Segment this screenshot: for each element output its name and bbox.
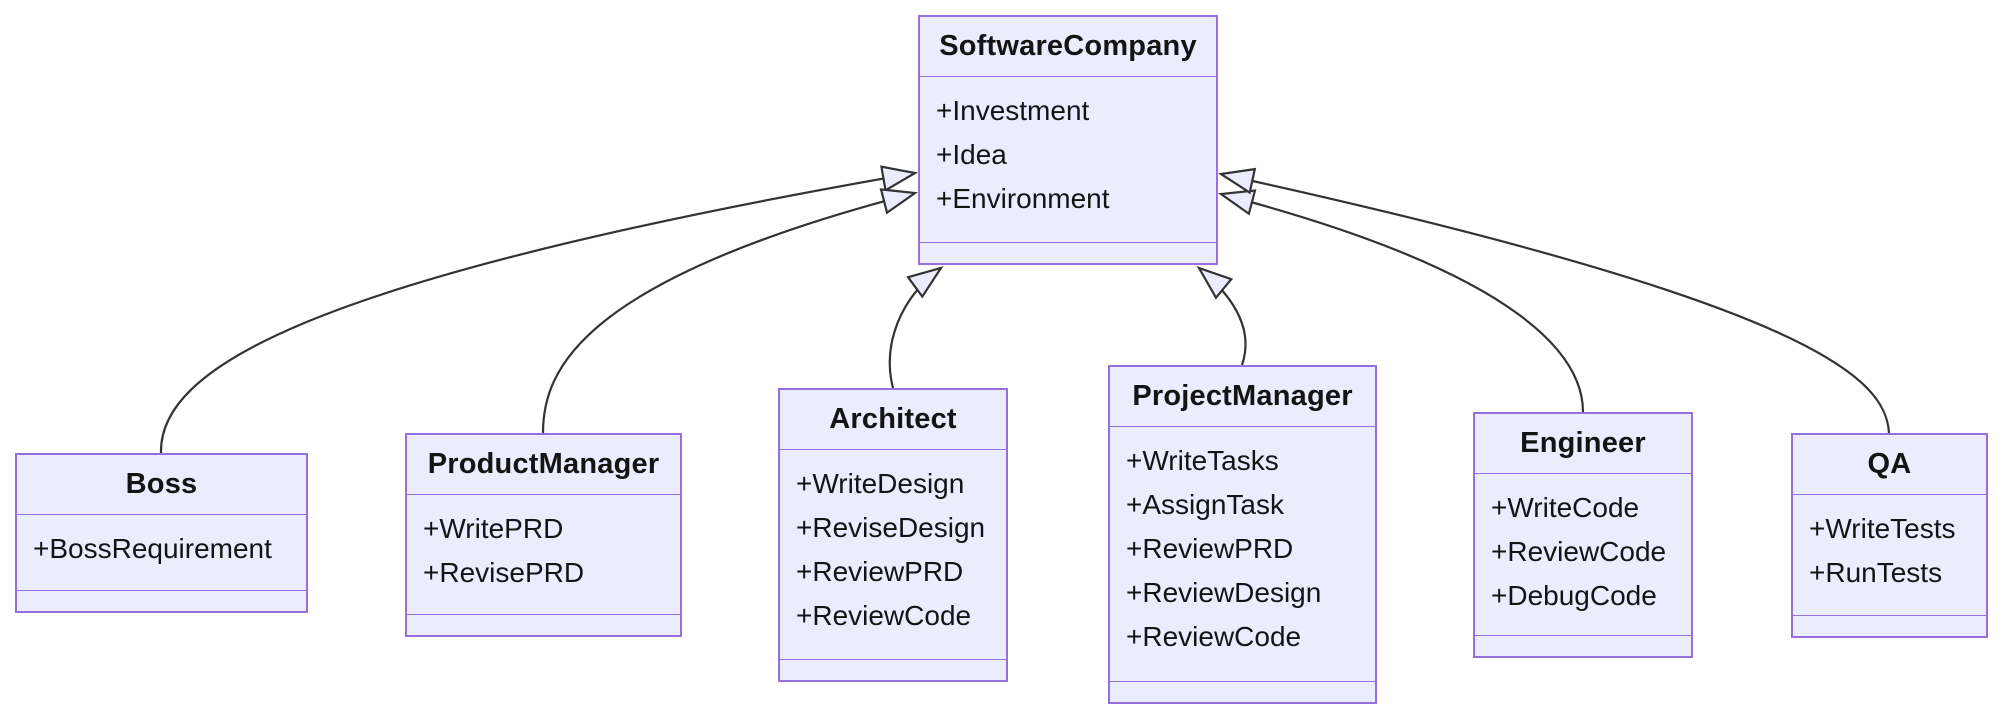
class-box-Architect: Architect +WriteDesign +ReviseDesign +Revie… — [778, 388, 1008, 682]
class-attribute: +WriteDesign — [796, 468, 965, 499]
class-attributes-section: +WriteTests +RunTests — [1793, 494, 1986, 615]
inheritance-edge-QA-to-SoftwareCompany — [1217, 167, 1891, 434]
inheritance-edge-Architect-to-SoftwareCompany — [888, 266, 944, 389]
class-title: SoftwareCompany — [939, 30, 1197, 62]
class-attribute: +ReviewPRD — [1126, 533, 1294, 564]
class-methods-section-empty — [1475, 635, 1691, 656]
class-methods-section-empty — [780, 659, 1006, 680]
class-methods-section-empty — [1793, 615, 1986, 636]
class-box-ProductManager: ProductManager +WritePRD +RevisePRD — [405, 433, 682, 637]
class-box-Boss: Boss +BossRequirement — [15, 453, 308, 613]
class-attribute: +Idea — [936, 139, 1007, 170]
class-attribute: +ReviewDesign — [1126, 577, 1322, 608]
class-attribute: +DebugCode — [1491, 580, 1657, 611]
class-attribute: +Environment — [936, 183, 1110, 214]
class-attribute: +Investment — [936, 95, 1090, 126]
class-attributes-section: +WriteTasks +AssignTask +ReviewPRD +ReviewD… — [1110, 426, 1375, 681]
inheritance-edge-ProjectManager-to-SoftwareCompany — [1196, 266, 1247, 366]
class-attributes-section: +WriteCode +ReviewCode +DebugCode — [1475, 473, 1691, 635]
class-attributes-section: +Investment +Idea +Environment — [920, 76, 1216, 242]
class-attributes-section: +WritePRD +RevisePRD — [407, 494, 680, 614]
class-attribute: +WriteCode — [1491, 492, 1640, 523]
class-title: Boss — [125, 468, 198, 500]
class-attribute: +ReviewPRD — [796, 556, 964, 587]
class-title: ProductManager — [427, 448, 660, 480]
class-attribute: +RunTests — [1809, 557, 1943, 588]
class-attribute: +ReviewCode — [796, 600, 972, 631]
class-title: QA — [1867, 448, 1912, 480]
class-box-Engineer: Engineer +WriteCode +ReviewCode +DebugCode — [1473, 412, 1693, 658]
class-attribute: +BossRequirement — [33, 533, 272, 564]
class-box-ProjectManager: ProjectManager +WriteTasks +AssignTask +Rev… — [1108, 365, 1377, 704]
class-methods-section-empty — [920, 242, 1216, 263]
class-title: Engineer — [1520, 427, 1646, 459]
class-attribute: +RevisePRD — [423, 557, 585, 588]
class-box-QA: QA +WriteTests +RunTests — [1791, 433, 1988, 638]
class-attribute: +ReviseDesign — [796, 512, 986, 543]
class-attributes-section: +BossRequirement — [17, 514, 306, 590]
class-attributes-section: +WriteDesign +ReviseDesign +ReviewPRD +Revi… — [780, 449, 1006, 659]
class-title: Architect — [829, 403, 957, 435]
class-attribute: +WritePRD — [423, 513, 564, 544]
class-title: ProjectManager — [1132, 380, 1353, 412]
class-methods-section-empty — [407, 614, 680, 635]
class-attribute: +WriteTasks — [1126, 445, 1279, 476]
inheritance-edge-ProductManager-to-SoftwareCompany — [541, 188, 919, 434]
class-attribute: +WriteTests — [1809, 513, 1956, 544]
class-attribute: +ReviewCode — [1491, 536, 1667, 567]
inheritance-edge-Boss-to-SoftwareCompany — [159, 165, 919, 454]
class-box-SoftwareCompany: SoftwareCompany +Investment +Idea +Environm… — [918, 15, 1218, 265]
class-methods-section-empty — [17, 590, 306, 611]
class-methods-section-empty — [1110, 681, 1375, 702]
class-attribute: +AssignTask — [1126, 489, 1284, 520]
inheritance-edge-Engineer-to-SoftwareCompany — [1217, 189, 1585, 413]
class-attribute: +ReviewCode — [1126, 621, 1302, 652]
